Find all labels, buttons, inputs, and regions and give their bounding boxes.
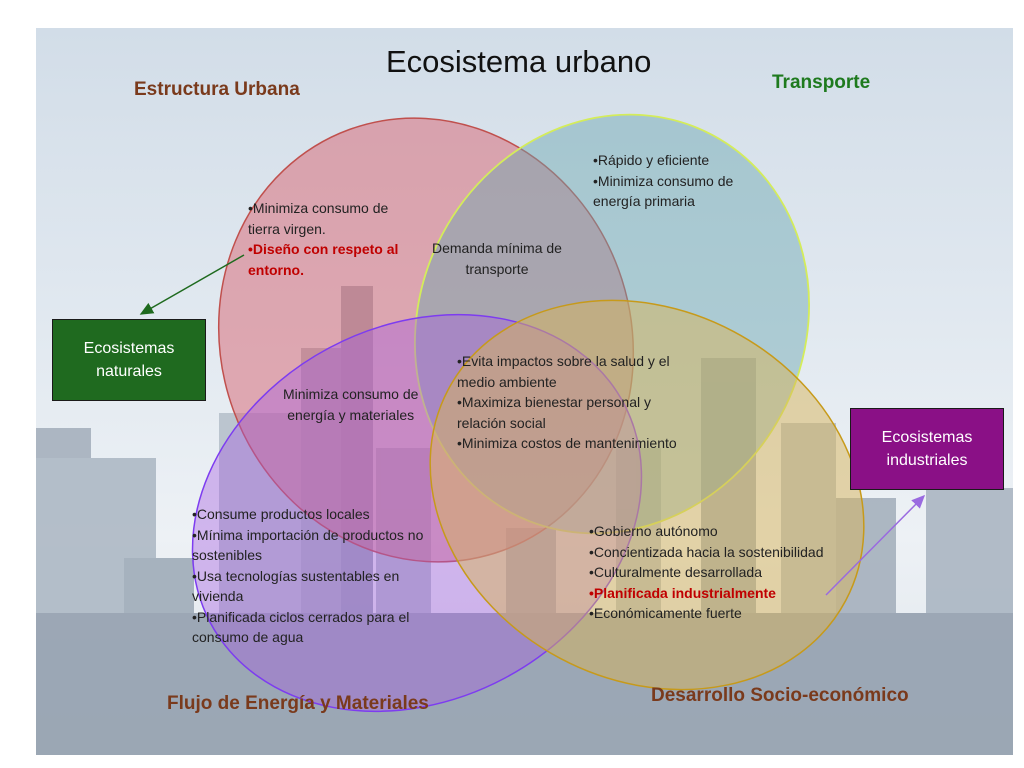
heading-flujo-energia: Flujo de Energía y Materiales: [167, 693, 429, 714]
overlap-demanda-transporte: Demanda mínima de transporte: [432, 238, 562, 279]
ecosistemas-industriales-box: Ecosistemas industriales: [850, 408, 1004, 490]
heading-desarrollo: Desarrollo Socio-económico: [651, 685, 909, 706]
list-item: •Culturalmente desarrollada: [589, 564, 762, 580]
ground: [36, 613, 1013, 755]
list-item: •Económicamente fuerte: [589, 605, 742, 621]
center-items: •Evita impactos sobre la salud y el medi…: [457, 351, 677, 454]
box-label: naturales: [96, 363, 162, 380]
list-item: •Consume productos locales: [192, 506, 370, 522]
list-item: medio ambiente: [457, 373, 557, 390]
box-label: industriales: [886, 452, 968, 469]
arrow-to-ecosistemas-naturales: [139, 254, 245, 315]
slide-canvas: Ecosistema urbano Estructura Urbana Tran…: [36, 28, 1013, 755]
list-item: •Gobierno autónomo: [589, 523, 718, 539]
list-item: •Planificada ciclos cerrados para el: [192, 608, 410, 625]
list-item: •Minimiza consumo de: [248, 200, 389, 216]
list-item-highlight: •Planificada industrialmente: [589, 584, 776, 601]
list-item: sostenibles: [192, 547, 263, 563]
box-label: Ecosistemas: [881, 429, 973, 446]
list-item-highlight: entorno.: [248, 261, 304, 278]
overlap-line: Minimiza consumo de: [283, 386, 419, 402]
estructura-items: •Minimiza consumo de tierra virgen. •Dis…: [248, 198, 398, 280]
desarrollo-items: •Gobierno autónomo •Concientizada hacia …: [589, 521, 824, 624]
box-label: Ecosistemas: [83, 340, 175, 357]
arrow-to-ecosistemas-industriales: [825, 494, 926, 596]
list-item: relación social: [457, 414, 546, 431]
overlap-line: Demanda mínima de: [432, 240, 562, 256]
overlap-line: transporte: [465, 260, 529, 277]
list-item: •Rápido y eficiente: [593, 152, 710, 168]
list-item: consumo de agua: [192, 629, 304, 645]
list-item: energía primaria: [593, 193, 695, 209]
list-item: vivienda: [192, 588, 244, 604]
heading-estructura-urbana: Estructura Urbana: [134, 79, 300, 100]
list-item: •Concientizada hacia la sostenibilidad: [589, 543, 824, 560]
list-item: •Evita impactos sobre la salud y el: [457, 353, 670, 369]
overlap-line: energía y materiales: [287, 406, 415, 423]
venn-diagram: [36, 113, 1013, 755]
list-item: •Mínima importación de productos no: [192, 526, 424, 543]
list-item: •Minimiza consumo de: [593, 172, 734, 189]
ecosistemas-naturales-box: Ecosistemas naturales: [52, 319, 206, 401]
transporte-items: •Rápido y eficiente •Minimiza consumo de…: [593, 150, 733, 212]
list-item: •Minimiza costos de mantenimiento: [457, 435, 677, 451]
overlap-energia-materiales: Minimiza consumo de energía y materiales: [283, 384, 418, 425]
desarrollo-ellipse: [429, 299, 865, 691]
page-title: Ecosistema urbano: [386, 44, 652, 79]
list-item: •Maximiza bienestar personal y: [457, 394, 651, 410]
flujo-items: •Consume productos locales •Mínima impor…: [192, 504, 423, 648]
list-item: •Usa tecnologías sustentables en: [192, 567, 400, 584]
list-item-highlight: •Diseño con respeto al: [248, 241, 399, 257]
list-item: tierra virgen.: [248, 220, 326, 237]
heading-transporte: Transporte: [772, 72, 871, 93]
